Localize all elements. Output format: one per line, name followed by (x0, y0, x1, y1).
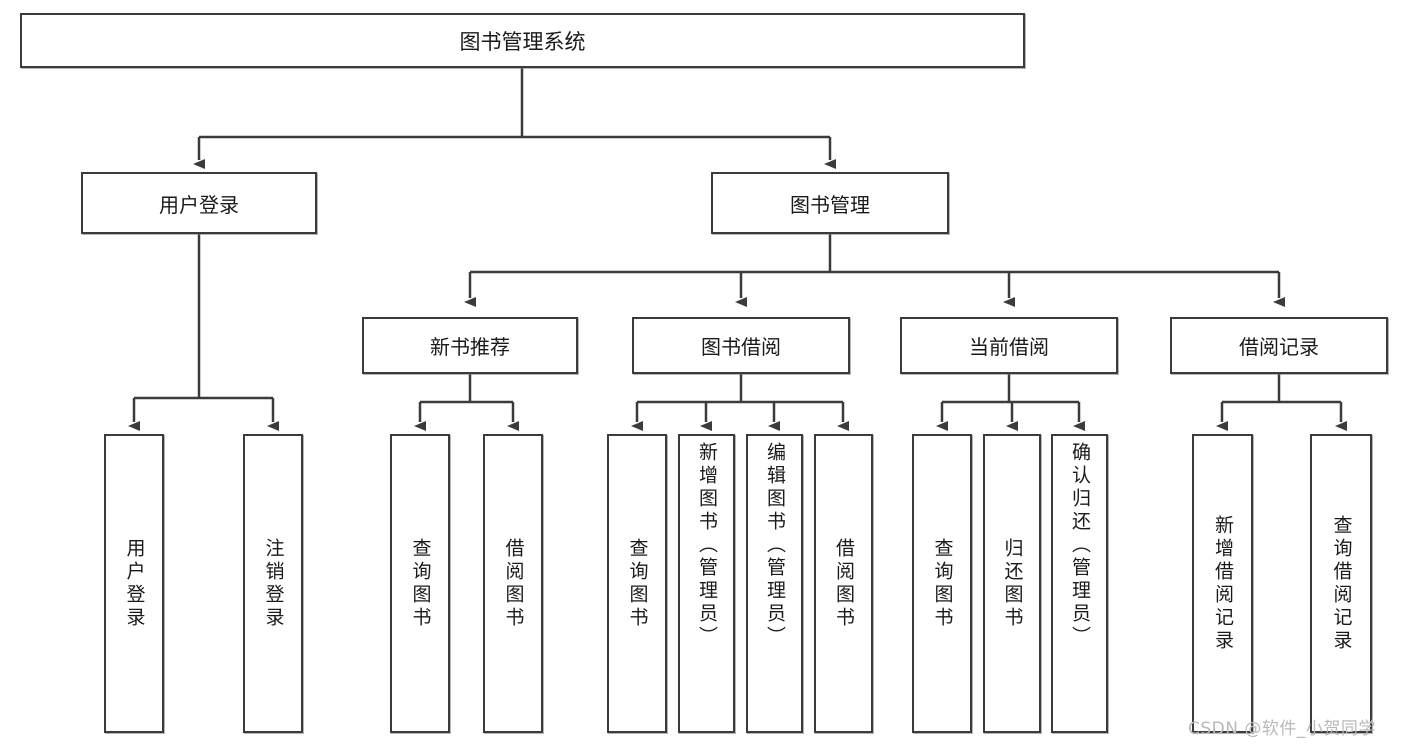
node-current-borrow[interactable]: 当前借阅 (900, 317, 1118, 374)
node-label: 查询借阅记录 (1330, 514, 1353, 653)
node-label: 查询图书 (626, 537, 649, 630)
node-leaf-borrow-book-borrow[interactable]: 借阅图书 (814, 434, 873, 733)
node-label: 查询图书 (409, 537, 432, 630)
node-book-borrow[interactable]: 图书借阅 (632, 317, 850, 374)
node-borrow-record[interactable]: 借阅记录 (1170, 317, 1388, 374)
node-label: 借阅图书 (502, 537, 525, 630)
node-label: 查询图书 (931, 537, 954, 630)
node-label: 图书管理系统 (459, 29, 586, 54)
node-leaf-confirm-return-admin[interactable]: 确认归还（管理员） (1051, 434, 1108, 733)
watermark-text: CSDN @软件_小贺同学 (1188, 719, 1376, 739)
node-leaf-edit-book-admin[interactable]: 编辑图书（管理员） (746, 434, 803, 733)
node-label: 注销登录 (262, 537, 285, 630)
node-label: 新增图书（管理员） (696, 442, 718, 649)
node-label: 新书推荐 (430, 335, 510, 359)
node-leaf-query-book-borrow[interactable]: 查询图书 (607, 434, 667, 733)
node-leaf-add-book-admin[interactable]: 新增图书（管理员） (678, 434, 735, 733)
node-root-system[interactable]: 图书管理系统 (20, 13, 1025, 68)
node-label: 图书管理 (790, 192, 870, 217)
node-label: 归还图书 (1001, 537, 1024, 630)
node-leaf-borrow-book-recommend[interactable]: 借阅图书 (483, 434, 543, 733)
node-label: 当前借阅 (969, 335, 1049, 359)
node-leaf-return-book[interactable]: 归还图书 (983, 434, 1041, 733)
node-leaf-query-book-recommend[interactable]: 查询图书 (390, 434, 450, 733)
node-leaf-query-borrow-record[interactable]: 查询借阅记录 (1310, 434, 1372, 733)
node-user-login[interactable]: 用户登录 (81, 172, 317, 234)
node-label: 借阅记录 (1239, 335, 1319, 359)
node-leaf-add-borrow-record[interactable]: 新增借阅记录 (1192, 434, 1253, 733)
node-label: 用户登录 (159, 192, 239, 217)
node-label: 确认归还（管理员） (1069, 442, 1091, 649)
node-leaf-user-login[interactable]: 用户登录 (104, 434, 164, 733)
node-leaf-query-book-current[interactable]: 查询图书 (912, 434, 972, 733)
node-label: 借阅图书 (833, 537, 855, 630)
node-leaf-logout[interactable]: 注销登录 (243, 434, 303, 733)
node-label: 新增借阅记录 (1212, 514, 1234, 653)
node-label: 编辑图书（管理员） (764, 442, 786, 649)
node-new-book-recommend[interactable]: 新书推荐 (362, 317, 578, 374)
node-label: 图书借阅 (701, 335, 781, 359)
node-label: 用户登录 (123, 537, 146, 630)
node-book-manage[interactable]: 图书管理 (711, 172, 949, 234)
